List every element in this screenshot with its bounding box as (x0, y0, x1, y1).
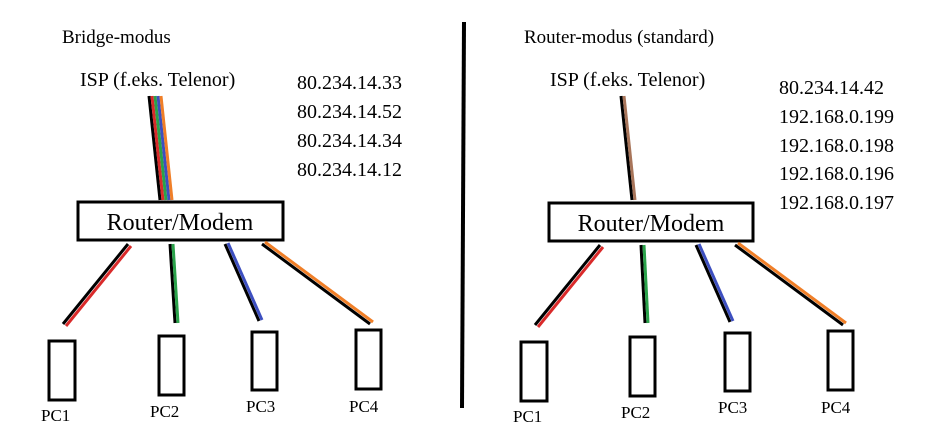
bridge-pc1-box (47, 339, 77, 402)
router-ip-pc3: 192.168.0.196 (779, 163, 894, 185)
router-link-pc3-black (694, 244, 732, 323)
bridge-link-pc4 (264, 240, 374, 324)
router-link-pc1 (536, 246, 605, 328)
bridge-uplink-wire-4 (159, 95, 174, 201)
bridge-ip-4: 80.234.14.12 (297, 159, 402, 181)
bridge-mode-title: Bridge-modus (62, 27, 171, 48)
router-ip-pc4: 192.168.0.197 (779, 192, 894, 214)
router-mode-panel: Router-modus (standard) ISP (f.eks. Tele… (513, 27, 894, 426)
bridge-uplink-cable (147, 95, 174, 201)
bridge-uplink-wire-1 (150, 95, 165, 201)
router-isp-label: ISP (f.eks. Telenor) (550, 69, 705, 91)
center-divider (460, 21, 466, 409)
router-link-pc1-black (533, 244, 602, 326)
router-pc4-label: PC4 (821, 398, 851, 417)
router-mode-title: Router-modus (standard) (524, 27, 714, 48)
router-link-pc3 (697, 243, 735, 322)
router-ip-pc2: 192.168.0.198 (779, 135, 894, 157)
router-router-label: Router/Modem (578, 211, 725, 237)
router-pc3-label: PC3 (718, 398, 747, 417)
bridge-pc4-box (354, 328, 383, 391)
router-uplink-wire-black (619, 95, 634, 201)
router-uplink-cable (619, 95, 637, 201)
bridge-router-label: Router/Modem (107, 210, 254, 236)
bridge-pc-links (61, 240, 374, 327)
router-link-pc2-black (639, 244, 647, 324)
bridge-router-box (76, 200, 285, 242)
bridge-link-pc1-black (61, 243, 130, 325)
router-link-pc4 (737, 241, 847, 325)
router-router-box (547, 201, 755, 243)
bridge-isp-label: ISP (f.eks. Telenor) (80, 69, 235, 91)
bridge-uplink-wire-black (147, 95, 162, 201)
bridge-pc3-label: PC3 (246, 397, 275, 416)
router-pc2-label: PC2 (621, 403, 650, 422)
bridge-uplink-wire-3 (156, 95, 171, 201)
bridge-pc2-label: PC2 (150, 402, 179, 421)
router-pc3-box (723, 331, 752, 393)
bridge-ip-3: 80.234.14.34 (297, 130, 402, 152)
bridge-link-pc3 (226, 242, 264, 321)
router-pc4-box (826, 329, 855, 392)
bridge-mode-panel: Bridge-modus ISP (f.eks. Telenor) 80.234… (41, 27, 402, 425)
bridge-pc3-box (250, 330, 279, 392)
router-pc1-label: PC1 (513, 407, 542, 426)
router-pc1-box (519, 340, 549, 403)
router-pc-links (533, 241, 847, 328)
bridge-link-pc1 (64, 245, 133, 327)
bridge-ip-1: 80.234.14.33 (297, 72, 402, 94)
bridge-pc2-box (157, 334, 186, 397)
bridge-link-pc4-black (261, 242, 371, 326)
router-ip-wan: 80.234.14.42 (779, 77, 884, 99)
bridge-uplink-wire-2 (153, 95, 168, 201)
router-ip-pc1: 192.168.0.199 (779, 106, 894, 128)
bridge-ip-2: 80.234.14.52 (297, 101, 402, 123)
router-pc2-box (628, 335, 657, 398)
bridge-pc1-label: PC1 (41, 406, 70, 425)
bridge-link-pc3-black (223, 243, 261, 322)
bridge-link-pc2-black (168, 243, 177, 324)
bridge-link-pc2 (171, 243, 180, 324)
router-link-pc2 (642, 244, 650, 324)
router-link-pc4-black (734, 243, 844, 327)
bridge-pc4-label: PC4 (349, 397, 379, 416)
router-uplink-wire-brown (622, 95, 637, 201)
